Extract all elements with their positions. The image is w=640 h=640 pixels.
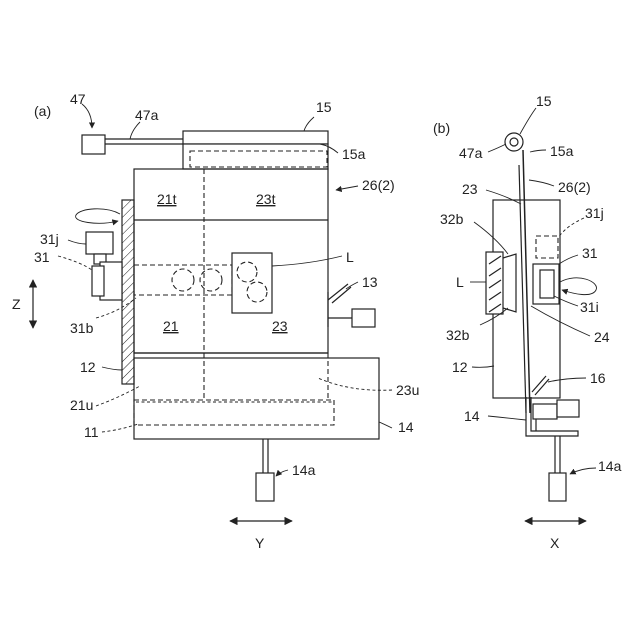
- leader-26: [336, 186, 358, 190]
- label-31j: 31j: [40, 231, 59, 247]
- label-32b-bot: 32b: [446, 327, 470, 343]
- label-26: 26(2): [362, 177, 395, 193]
- label-15: 15: [316, 99, 332, 115]
- label-Z: Z: [12, 296, 21, 312]
- label-12: 12: [80, 359, 96, 375]
- figure-b: (b) 15 47a 15a 23 26(2) 12 L 32b 32b: [433, 93, 622, 551]
- leader-11: [102, 424, 138, 432]
- light-L-b-bracket: [503, 254, 516, 312]
- label-14-b: 14: [464, 408, 480, 424]
- leader-31: [58, 256, 92, 270]
- part-15a-lower: [183, 144, 328, 169]
- clamp-13: [328, 284, 351, 303]
- label-14a: 14a: [292, 462, 316, 478]
- part-15-plate: [183, 131, 328, 144]
- figure-a: (a) 47 47a 15 15a 26(2) 21t 23t 21 23 12: [12, 91, 419, 551]
- label-32b-top: 32b: [440, 211, 464, 227]
- label-Y: Y: [255, 535, 265, 551]
- label-47a-b: 47a: [459, 145, 483, 161]
- label-21u: 21u: [70, 397, 93, 413]
- label-21: 21: [163, 318, 179, 334]
- leader-12-b: [472, 366, 494, 367]
- leader-32b-top: [474, 222, 508, 254]
- leader-23u: [318, 378, 392, 390]
- leader-47a-b: [488, 144, 506, 152]
- label-15a-b: 15a: [550, 143, 574, 159]
- part-31j-b-dashed: [536, 236, 558, 258]
- label-24: 24: [594, 329, 610, 345]
- leader-47: [82, 104, 92, 128]
- label-11: 11: [84, 424, 99, 440]
- leader-14a: [276, 470, 288, 476]
- base-14-b-block: [533, 404, 557, 419]
- label-23t: 23t: [256, 191, 276, 207]
- lens-circle-2: [200, 269, 222, 291]
- label-15a: 15a: [342, 146, 366, 162]
- leader-23-b: [486, 190, 521, 204]
- leader-13: [346, 282, 358, 289]
- lens-circle-1: [172, 269, 194, 291]
- label-15-b: 15: [536, 93, 552, 109]
- part-47-box: [82, 135, 105, 154]
- leader-14a-b: [570, 468, 596, 474]
- leader-47a: [130, 122, 140, 139]
- leader-15-b: [520, 108, 536, 134]
- sheet-23: [523, 150, 530, 413]
- label-31-b: 31: [582, 245, 598, 261]
- label-14a-b: 14a: [598, 458, 622, 474]
- base-14-b-knob: [557, 400, 579, 417]
- clamp-13-knob: [352, 309, 375, 327]
- leader-14: [379, 422, 392, 428]
- label-31i: 31i: [580, 299, 599, 315]
- leader-L: [272, 256, 342, 266]
- leader-31j-b: [558, 218, 584, 238]
- tray-11-dashed: [134, 400, 334, 425]
- leader-31-b: [559, 255, 578, 264]
- panel-label-a: (a): [34, 103, 51, 119]
- rotation-arrow-b: [560, 278, 596, 295]
- base-14: [134, 358, 379, 439]
- roller-15-inner: [510, 138, 518, 146]
- label-L-b: L: [456, 274, 464, 290]
- leader-31j: [68, 240, 86, 244]
- label-L: L: [346, 249, 354, 265]
- actuator-14a-b-body: [549, 473, 566, 501]
- label-13: 13: [362, 274, 378, 290]
- leader-15: [304, 117, 314, 131]
- label-47a: 47a: [135, 107, 159, 123]
- leader-12: [102, 367, 122, 370]
- label-47: 47: [70, 91, 86, 107]
- leader-16: [548, 378, 586, 382]
- label-31b: 31b: [70, 320, 94, 336]
- label-26-b: 26(2): [558, 179, 591, 195]
- label-12-b: 12: [452, 359, 468, 375]
- leader-26-b: [529, 180, 554, 186]
- label-23u: 23u: [396, 382, 419, 398]
- leader-14-b: [488, 416, 526, 420]
- leader-21u: [96, 386, 140, 406]
- clamp-16: [532, 376, 549, 395]
- label-23: 23: [272, 318, 288, 334]
- part-31i-b: [540, 270, 554, 298]
- label-21t: 21t: [157, 191, 177, 207]
- wall-12-hatched: [122, 200, 134, 384]
- label-23-b: 23: [462, 181, 478, 197]
- part-31-lens: [92, 266, 104, 296]
- leader-15a-b: [530, 150, 546, 152]
- label-16: 16: [590, 370, 606, 386]
- actuator-14a-body: [256, 473, 274, 501]
- part-31j-motor: [86, 232, 113, 254]
- panel-label-b: (b): [433, 120, 450, 136]
- label-31j-b: 31j: [585, 205, 604, 221]
- label-14: 14: [398, 419, 414, 435]
- rotation-arrow-a: [76, 209, 120, 223]
- label-31: 31: [34, 249, 50, 265]
- label-X: X: [550, 535, 560, 551]
